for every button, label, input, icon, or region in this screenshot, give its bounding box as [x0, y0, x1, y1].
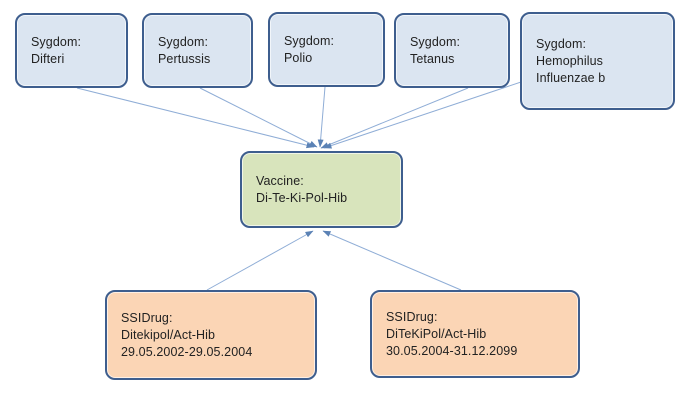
node-value-line: Difteri [31, 51, 65, 66]
node-kind-label: SSIDrug: [121, 310, 173, 325]
node-value-line: Pertussis [158, 51, 211, 66]
disease-node-polio: Sygdom: Polio [268, 12, 385, 87]
connector-difteri-to-vaccine [76, 87, 315, 149]
connector-polio-to-vaccine [317, 86, 326, 148]
node-date-range: 29.05.2002-29.05.2004 [121, 344, 253, 359]
disease-node-tetanus: Sygdom: Tetanus [394, 13, 510, 88]
node-value-line: Influenzae b [536, 70, 606, 85]
disease-node-pertussis: Sygdom: Pertussis [142, 13, 253, 88]
node-value-line: Tetanus [410, 51, 455, 66]
connector-tetanus-to-vaccine [320, 87, 469, 149]
disease-node-difteri: Sygdom: Difteri [15, 13, 128, 88]
node-kind-label: Sygdom: [284, 33, 335, 48]
node-date-range: 30.05.2004-31.12.2099 [386, 343, 518, 358]
node-kind-label: Sygdom: [536, 36, 587, 51]
node-kind-label: Vaccine: [256, 173, 304, 188]
node-value-line: Di-Te-Ki-Pol-Hib [256, 190, 348, 205]
connector-pertussis-to-vaccine [199, 87, 318, 148]
disease-node-hemophilus-influenzae-b: Sygdom: Hemophilus Influenzae b [520, 12, 675, 110]
ssidrug-node-ditekipol-act-hib: SSIDrug: Ditekipol/Act-Hib 29.05.2002-29… [105, 290, 317, 380]
node-kind-label: Sygdom: [410, 34, 461, 49]
node-value-line: Ditekipol/Act-Hib [121, 327, 216, 342]
node-kind-label: SSIDrug: [386, 309, 438, 324]
connector-hemophilus-to-vaccine [323, 77, 534, 149]
node-value-line: DiTeKiPol/Act-Hib [386, 326, 487, 341]
connector-drug2-to-vaccine [322, 230, 462, 291]
connector-drug1-to-vaccine [206, 230, 314, 291]
node-kind-label: Sygdom: [31, 34, 82, 49]
node-value-line: Polio [284, 50, 313, 65]
ssidrug-node-ditekipol-act-hib-2: SSIDrug: DiTeKiPol/Act-Hib 30.05.2004-31… [370, 290, 580, 378]
vaccine-node-di-te-ki-pol-hib: Vaccine: Di-Te-Ki-Pol-Hib [240, 151, 403, 228]
node-kind-label: Sygdom: [158, 34, 209, 49]
node-value-line: Hemophilus [536, 53, 604, 68]
